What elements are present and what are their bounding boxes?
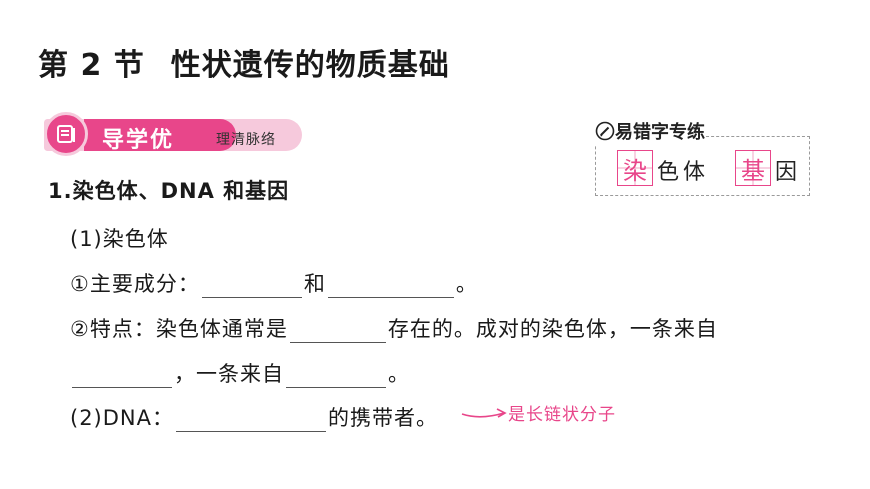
text-period-1: 。 <box>455 272 478 296</box>
practice-char-1: 染 <box>623 156 647 185</box>
errbox-heading: 易错字专练 <box>595 118 705 146</box>
line-dna: (2)DNA： 的携带者。 <box>70 402 438 432</box>
page-title: 第 2 节性状遗传的物质基础 <box>38 40 450 84</box>
text-period-2: 。 <box>388 362 410 386</box>
text-characteristics: ②特点：染色体通常是 <box>70 317 288 341</box>
text-main-components: ①主要成分： <box>70 272 200 296</box>
blank-component-1[interactable] <box>201 275 302 298</box>
heading-chromosome-dna-gene: 1.染色体、DNA 和基因 <box>48 179 290 203</box>
subheading-chromosome: (1)染色体 <box>70 227 169 251</box>
error-prone-characters-box: 易错字专练 染 色体 基 因 <box>595 118 812 198</box>
section-number: 第 2 节 <box>38 48 145 83</box>
text-other-from: ，一条来自 <box>174 362 284 386</box>
line-origin: ，一条来自 。 <box>70 358 410 388</box>
section-banner: 导学优 理清脉络 <box>44 112 302 158</box>
practice-char-box-1: 染 <box>617 150 653 186</box>
blank-component-2[interactable] <box>327 275 454 298</box>
annotation-arrow-icon <box>461 408 507 418</box>
section-name: 性状遗传的物质基础 <box>170 48 450 83</box>
line-characteristics: ②特点：染色体通常是 存在的。成对的染色体，一条来自 <box>70 313 718 343</box>
handwritten-note: 是长链状分子 <box>508 405 616 425</box>
text-dna: (2)DNA： <box>70 406 174 430</box>
pencil-icon <box>595 121 615 146</box>
blank-origin-2[interactable] <box>286 365 386 388</box>
blank-origin-1[interactable] <box>72 365 172 388</box>
banner-title: 导学优 <box>102 128 175 153</box>
practice-char-box-2: 基 <box>735 150 771 186</box>
blank-dna-carrier[interactable] <box>176 409 326 432</box>
book-icon <box>44 112 88 156</box>
blank-pairing[interactable] <box>289 320 386 343</box>
banner-pill <box>84 119 236 151</box>
line-main-components: ①主要成分： 和 。 <box>70 268 478 298</box>
errbox-title: 易错字专练 <box>615 122 705 143</box>
text-and: 和 <box>303 272 326 296</box>
banner-subtitle: 理清脉络 <box>216 132 276 148</box>
practice-word-1: 色体 <box>657 160 710 185</box>
practice-word-2: 因 <box>775 160 802 185</box>
text-carrier: 的携带者。 <box>328 406 438 430</box>
text-pairs-origin: 存在的。成对的染色体，一条来自 <box>387 317 718 341</box>
practice-char-2: 基 <box>741 156 765 185</box>
